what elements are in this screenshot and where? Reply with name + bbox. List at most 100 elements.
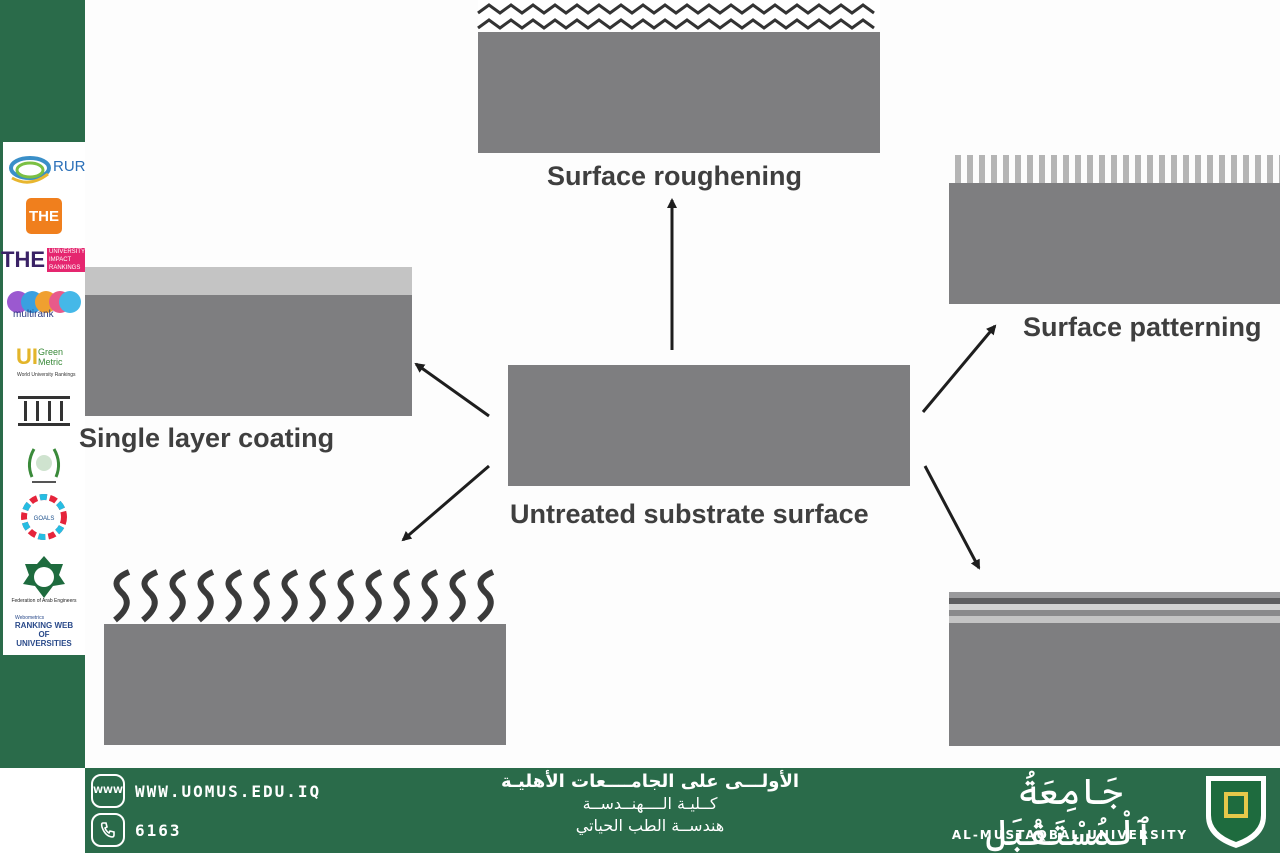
pattern-pillar <box>1063 155 1069 183</box>
grafted-chain <box>253 569 271 623</box>
pattern-pillar <box>1219 155 1225 183</box>
university-name-english: AL-MUSTAQBAL UNIVERSITY <box>951 828 1189 842</box>
pattern-pillar <box>1099 155 1105 183</box>
the-logo-icon: THE <box>26 198 62 234</box>
pattern-pillar <box>1231 155 1237 183</box>
pattern-pillar <box>1075 155 1081 183</box>
pattern-pillar <box>979 155 985 183</box>
single-layer-coating-label: Single layer coating <box>79 423 335 453</box>
pattern-pillar <box>1195 155 1201 183</box>
arab-engineers-logo: Federation of Arab Engineers <box>3 546 85 608</box>
department-name: هندســة الطب الحياتي <box>575 816 725 835</box>
pattern-pillar <box>1255 155 1261 183</box>
multirank-logo-icon <box>7 291 81 313</box>
webometrics-logo: Webometrics RANKING WEB OF UNIVERSITIES <box>3 614 85 648</box>
multilayer-dark-layer <box>949 598 1280 604</box>
grafted-chain <box>225 569 243 623</box>
patterned-substrate-block <box>949 183 1280 304</box>
roughening-texture <box>477 3 875 15</box>
roughened-substrate-block <box>478 32 880 153</box>
grafted-chain <box>169 569 187 623</box>
untreated-substrate-label: Untreated substrate surface <box>510 499 869 529</box>
greenmetric-logo: UI Green Metric World University Ranking… <box>16 344 76 378</box>
sdg-logo: GOALS <box>3 494 85 540</box>
pattern-pillar <box>955 155 961 183</box>
surface-patterning-sample <box>949 155 1280 304</box>
ranking-logos-panel: RUR THE THE UNIVERSITY IMPACT RANKINGS m… <box>1 142 88 655</box>
pattern-pillar <box>1123 155 1129 183</box>
grafted-chain <box>393 569 411 623</box>
pattern-pillar <box>1135 155 1141 183</box>
university-name-arabic: جَامِعَةُ ٱلْمُسْتَقْبَل <box>985 772 1155 854</box>
pattern-pillar <box>1015 155 1021 183</box>
grafted-substrate-block <box>104 624 506 745</box>
phone-icon <box>91 813 125 847</box>
surface-grafting-sample <box>104 569 506 745</box>
greenmetric-logo-icon: UI Green Metric <box>16 344 64 369</box>
arab-engineers-logo-icon <box>23 556 65 598</box>
single-layer-coating-sample <box>85 267 412 416</box>
pattern-pillar <box>991 155 997 183</box>
surface-patterning-label: Surface patterning <box>1023 312 1262 342</box>
untreated-substrate-block <box>508 365 910 486</box>
the-impact-logo: THE UNIVERSITY IMPACT RANKINGS <box>1 243 88 277</box>
pattern-pillar <box>1003 155 1009 183</box>
svg-text:GOALS: GOALS <box>34 516 55 522</box>
multilayer-substrate-block <box>949 623 1280 746</box>
multirank-logo: multirank <box>3 282 85 324</box>
pattern-pillar <box>1087 155 1093 183</box>
multilayer-top-layer <box>949 592 1280 598</box>
institution-columns-logo <box>3 390 85 430</box>
phone-number[interactable]: 6163 <box>135 820 182 840</box>
the-logo: THE <box>3 196 85 236</box>
coated-substrate-block <box>85 295 412 416</box>
grafted-chain <box>281 569 299 623</box>
arrow-to-patterning <box>921 324 997 413</box>
pattern-pillar <box>967 155 973 183</box>
university-footer: WWW WWW.UOMUS.EDU.IQ 6163 الأولـــى على … <box>85 768 1280 854</box>
grafted-chain <box>141 569 159 623</box>
multilayer-pale-layer <box>949 616 1280 623</box>
roughening-texture-lower <box>477 18 875 30</box>
grafted-chain <box>365 569 383 623</box>
surface-roughening-label: Surface roughening <box>547 161 803 191</box>
pattern-pillar <box>1111 155 1117 183</box>
webometrics-logo-icon: RANKING WEB OF UNIVERSITIES <box>14 620 74 648</box>
diagram-canvas: Surface roughening Surface patterning Si… <box>79 0 1280 768</box>
grafted-chain <box>337 569 355 623</box>
rur-logo: RUR <box>3 146 86 190</box>
phone-row: 6163 <box>91 813 182 847</box>
pattern-pillar <box>1051 155 1057 183</box>
arrow-to-single-layer-coating <box>414 362 490 418</box>
coating-layer <box>85 267 412 295</box>
surface-treatment-diagram <box>85 0 1280 746</box>
grafted-chain <box>449 569 467 623</box>
college-info: الأولـــى على الجامــــعات الأهليـة كــل… <box>415 768 885 837</box>
college-name: كــليـة الــــهنــدســة <box>582 794 718 813</box>
arab-universities-wreath-icon <box>27 448 61 483</box>
pattern-pillar <box>1207 155 1213 183</box>
globe-icon: WWW <box>91 774 125 808</box>
pattern-pillar <box>1171 155 1177 183</box>
arrow-to-grafting <box>401 464 490 542</box>
grafted-chain <box>197 569 215 623</box>
rur-logo-icon <box>9 156 51 184</box>
sdg-wheel-icon: GOALS <box>21 494 67 540</box>
the-impact-logo-icon: THE UNIVERSITY IMPACT RANKINGS <box>1 247 88 272</box>
pattern-pillar <box>1147 155 1153 183</box>
pattern-pillar <box>1267 155 1273 183</box>
grafted-chain <box>477 569 495 623</box>
surface-roughening-sample <box>477 0 880 153</box>
grafted-chain <box>113 569 131 623</box>
multilayer-mid-layer <box>949 610 1280 616</box>
website-link[interactable]: WWW.UOMUS.EDU.IQ <box>135 781 322 801</box>
grafted-chains <box>113 569 495 623</box>
grafted-chain <box>421 569 439 623</box>
university-crest-icon <box>1206 776 1266 848</box>
patterning-pillars <box>955 155 1280 183</box>
arrow-to-multilayer <box>923 465 981 570</box>
pattern-pillar <box>1243 155 1249 183</box>
multilayer-sample <box>949 592 1280 746</box>
multilayer-light-layer <box>949 604 1280 610</box>
pattern-pillar <box>1183 155 1189 183</box>
